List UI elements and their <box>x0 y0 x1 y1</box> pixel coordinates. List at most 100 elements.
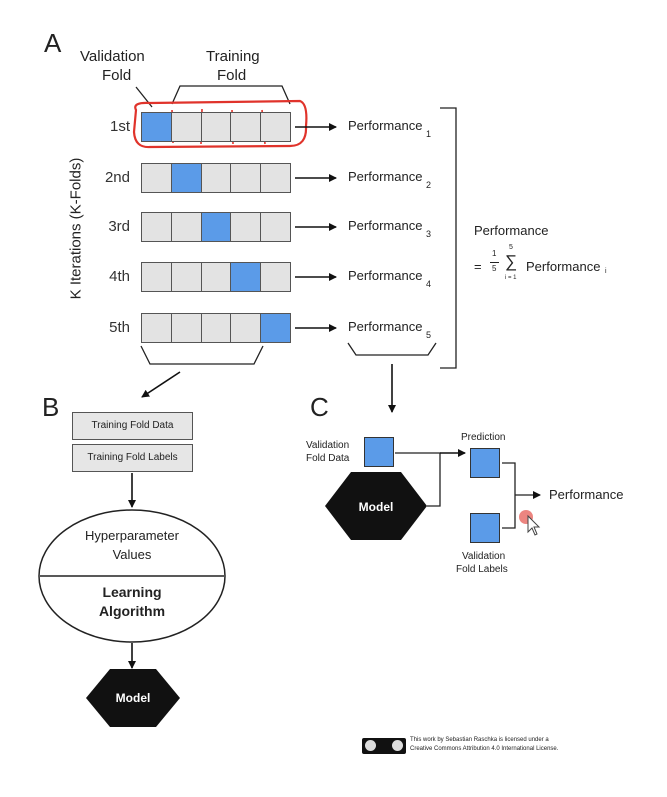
training-fold-labels-text: Training Fold Labels <box>87 452 178 463</box>
panel-a-letter: A <box>44 28 62 58</box>
training-fold-data-box: Training Fold Data <box>72 412 193 440</box>
formula-sum-bottom: i = 1 <box>505 275 517 281</box>
formula-sum-top: 5 <box>509 244 513 251</box>
iteration-label-5: 5th <box>109 319 130 336</box>
formula-term-sub: i <box>605 268 607 275</box>
model-c-label: Model <box>358 500 394 514</box>
training-fold-cell <box>261 164 290 192</box>
cc-license-badge <box>362 738 406 754</box>
formula-term: Performance <box>526 259 601 274</box>
performance-label-3: Performance 3 <box>348 218 432 239</box>
validation-labels-square <box>470 513 500 543</box>
performance-text: Performance <box>348 218 423 233</box>
training-fold-bracket <box>171 85 291 105</box>
learning-label: Learning <box>102 584 162 600</box>
prediction-label: Prediction <box>461 432 506 443</box>
training-fold-label-2: Fold <box>217 67 247 84</box>
cursor-icon <box>527 514 541 536</box>
performance-text: Performance <box>348 118 423 133</box>
c-combine-lines <box>502 462 540 529</box>
fold-row-2 <box>141 163 291 193</box>
hyperparameter-label: Hyperparameter <box>85 528 179 543</box>
training-fold-cell <box>142 314 172 342</box>
training-fold-cell <box>201 113 232 141</box>
arrow-to-b <box>141 371 181 398</box>
iteration-label-3: 3rd <box>108 218 130 235</box>
performance-label-4: Performance 4 <box>348 268 432 289</box>
license-line-2: Creative Commons Attribution 4.0 Interna… <box>410 746 559 752</box>
model-hexagon-c <box>325 472 427 540</box>
panel-c-letter: C <box>310 392 329 422</box>
model-b-label: Model <box>115 691 151 705</box>
formula-sum-symbol: ∑ <box>505 252 518 271</box>
validation-fold-cell <box>142 113 172 141</box>
c-data-to-model <box>395 452 441 507</box>
performance-subscript: 2 <box>426 179 432 190</box>
fold-row-1 <box>141 112 291 142</box>
training-fold-cell <box>142 263 172 291</box>
validation-fold-cell <box>231 263 262 291</box>
panel-b-letter: B <box>42 392 60 422</box>
license-line-1: This work by Sebastian Raschka is licens… <box>410 737 549 743</box>
formula-fraction-bar <box>490 262 499 263</box>
row5-training-bracket <box>140 345 264 365</box>
red-annotation-outline <box>132 99 308 149</box>
performance-subscript: 1 <box>426 128 432 139</box>
formula-equals: = <box>474 259 482 274</box>
training-fold-cell <box>171 113 202 141</box>
training-fold-cell <box>201 263 232 291</box>
performance-subscript: 3 <box>426 228 432 239</box>
validation-fold-labels-label-1: Validation <box>462 551 506 562</box>
performance-label-5: Performance 5 <box>348 319 432 340</box>
training-fold-cell <box>171 263 202 291</box>
training-fold-cell <box>142 164 172 192</box>
training-fold-cell <box>231 314 262 342</box>
training-fold-cell <box>171 213 202 241</box>
validation-fold-cell <box>171 164 202 192</box>
k-iterations-axis-label: K Iterations (K-Folds) <box>67 157 85 300</box>
fold-row-4 <box>141 262 291 292</box>
training-fold-cell <box>201 164 232 192</box>
validation-fold-data-label-2: Fold Data <box>306 453 350 464</box>
training-fold-cell <box>201 314 232 342</box>
training-fold-label-1: Training <box>206 48 260 65</box>
cc-icon <box>365 740 376 751</box>
performance-text: Performance <box>348 319 423 334</box>
training-fold-cell <box>231 164 262 192</box>
fold-row-5 <box>141 313 291 343</box>
fold-row-3 <box>141 212 291 242</box>
training-fold-cell <box>231 113 262 141</box>
performance-subscript: 5 <box>426 329 432 340</box>
iteration-label-1: 1st <box>109 118 130 135</box>
formula-numerator: 1 <box>492 249 497 258</box>
by-icon <box>392 740 403 751</box>
training-fold-cell <box>231 213 262 241</box>
performance-bracket <box>440 107 457 369</box>
training-fold-cell <box>142 213 172 241</box>
performance-output-label: Performance <box>549 487 624 502</box>
performance-subscript: 4 <box>426 278 432 289</box>
validation-data-square <box>364 437 394 467</box>
validation-fold-label-1: Validation <box>80 48 145 65</box>
training-fold-labels-box: Training Fold Labels <box>72 444 193 472</box>
performance-label-2: Performance 2 <box>348 169 432 190</box>
iteration-label-4: 4th <box>109 268 130 285</box>
training-fold-cell <box>261 113 290 141</box>
validation-fold-cell <box>201 213 232 241</box>
performance-text: Performance <box>348 268 423 283</box>
performance-label-1: Performance 1 <box>348 118 432 139</box>
validation-fold-cell <box>261 314 290 342</box>
training-fold-cell <box>261 263 290 291</box>
performance-text: Performance <box>348 169 423 184</box>
training-fold-data-text: Training Fold Data <box>91 420 174 431</box>
perf5-bracket <box>347 342 437 356</box>
validation-fold-labels-label-2: Fold Labels <box>456 564 508 575</box>
training-fold-cell <box>261 213 290 241</box>
performance-summary-title: Performance <box>474 223 549 238</box>
hyperparameter-values-label: Values <box>112 547 152 562</box>
model-hexagon-b <box>86 669 180 727</box>
formula-denominator: 5 <box>492 264 497 273</box>
algorithm-label: Algorithm <box>98 603 166 619</box>
